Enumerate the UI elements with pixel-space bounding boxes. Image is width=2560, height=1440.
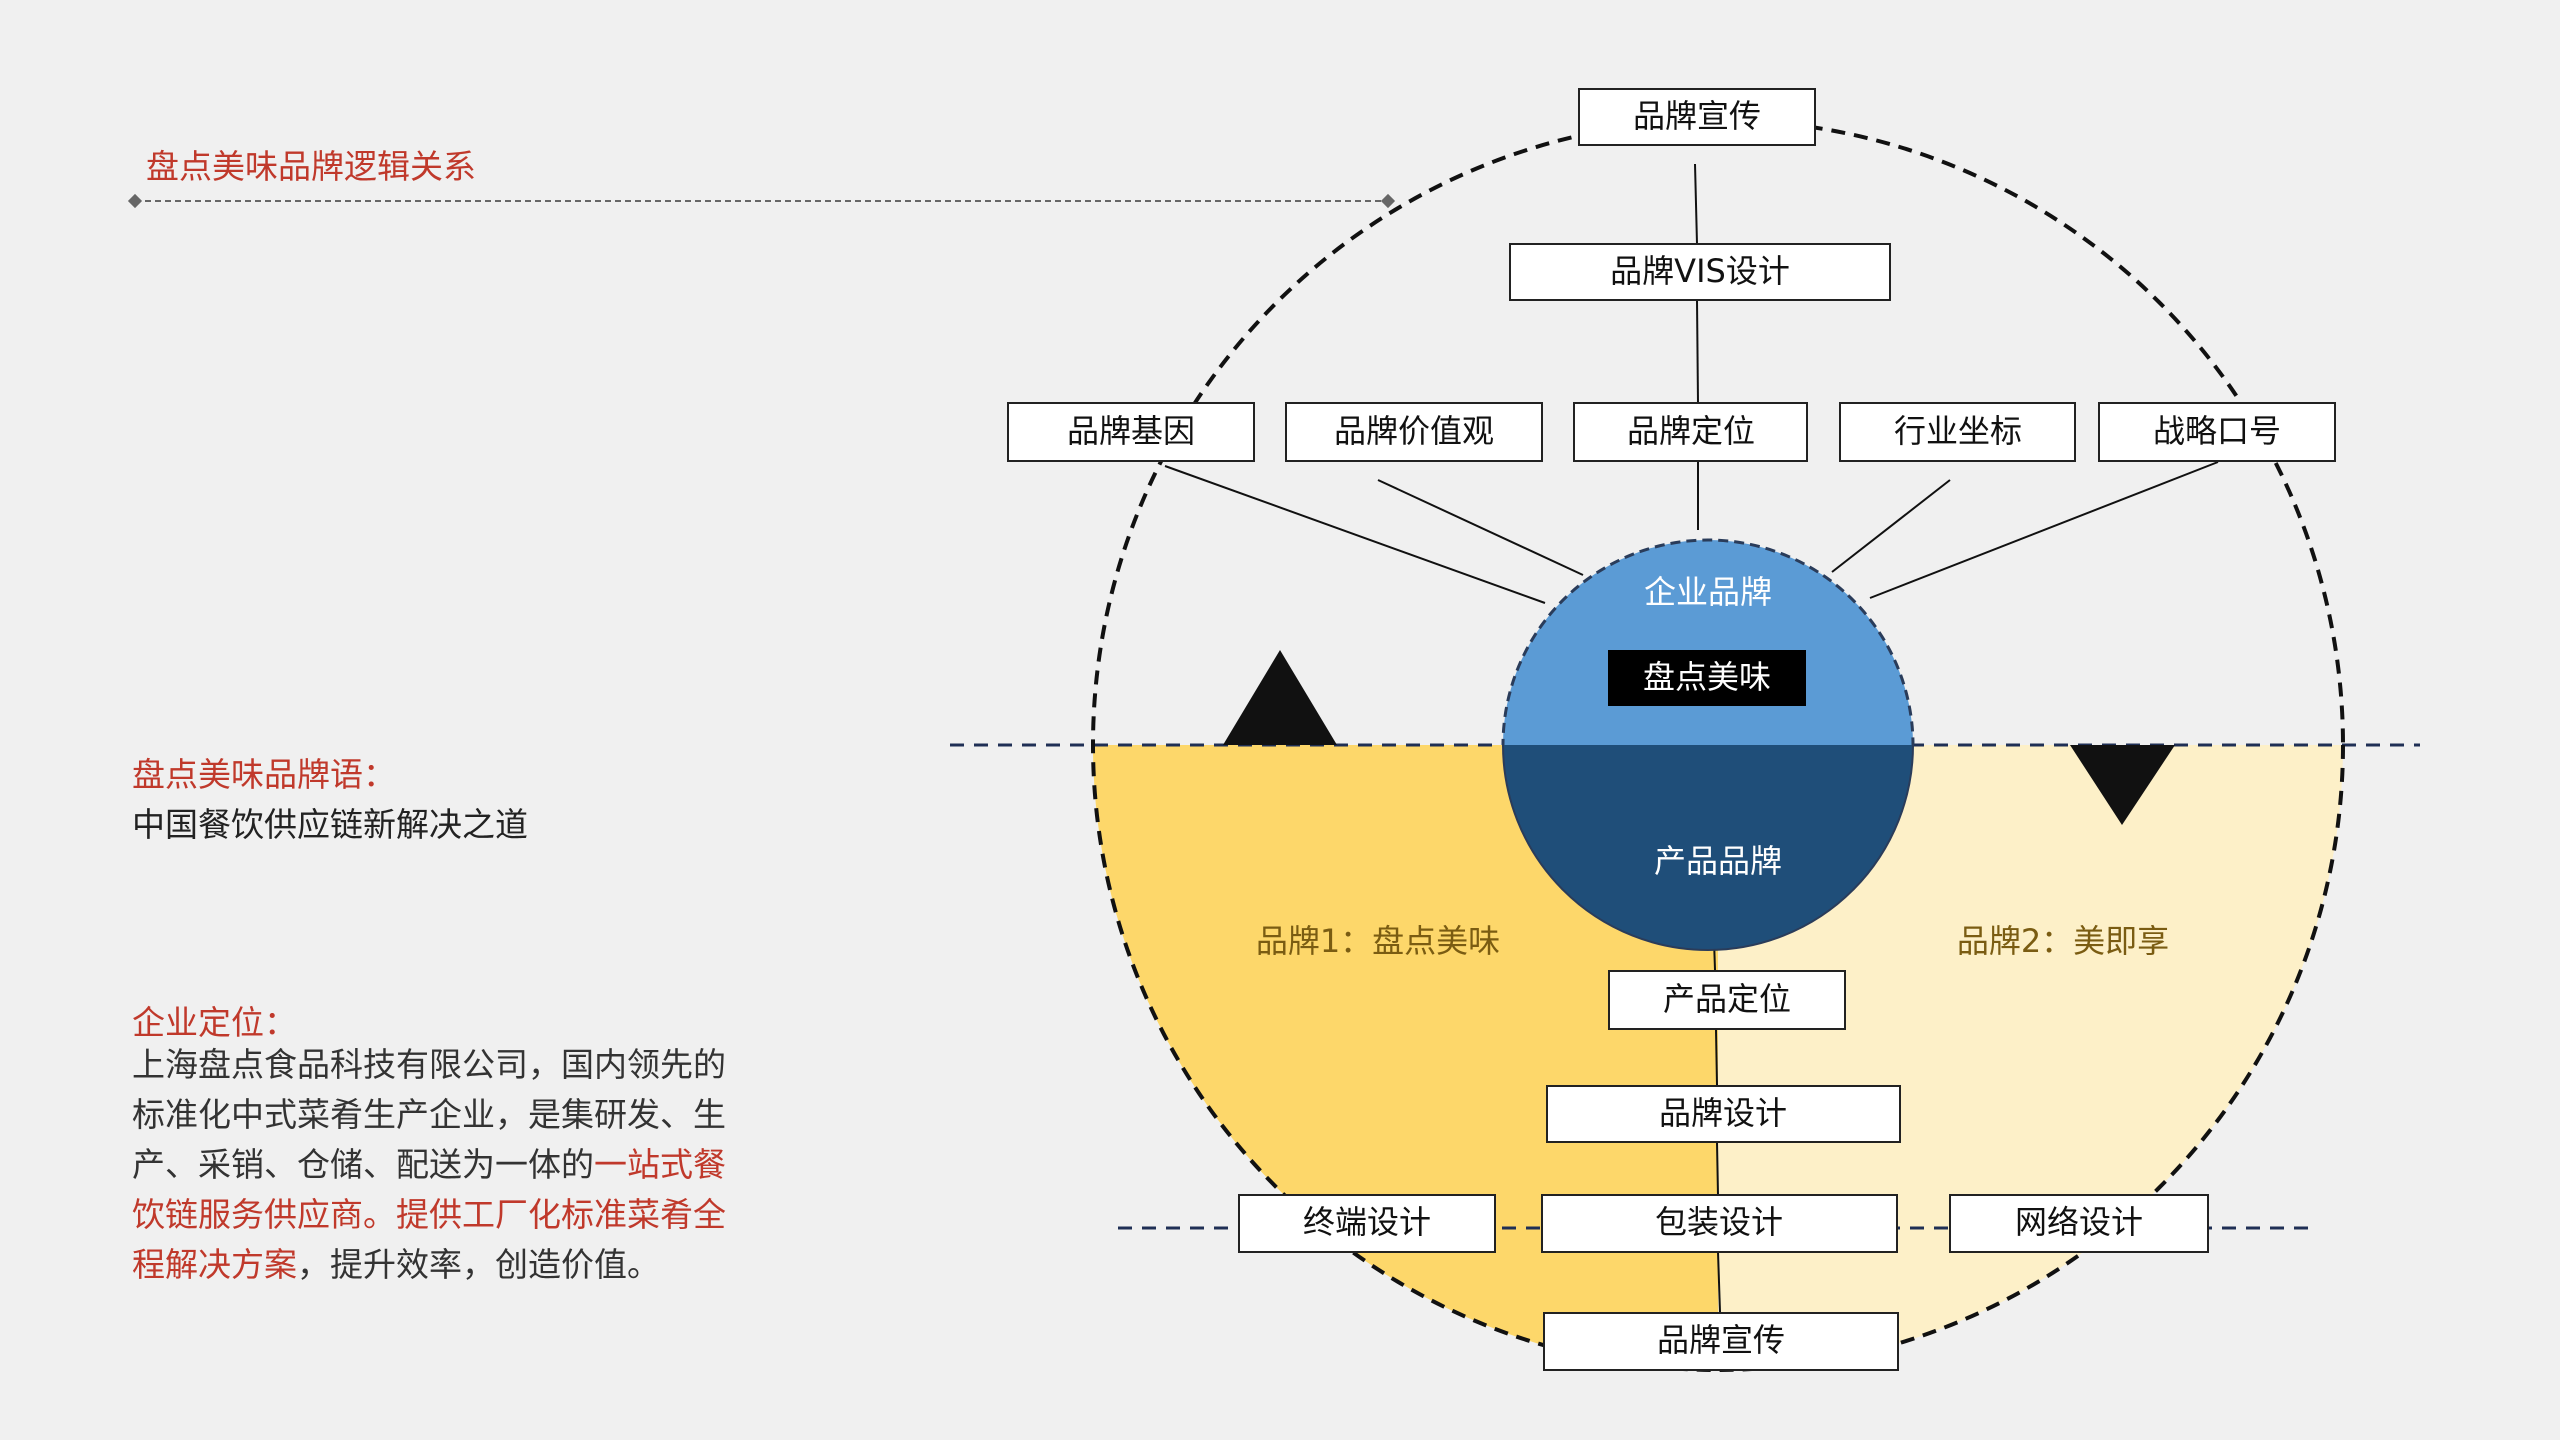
bottom-node-brand-design-label: 品牌设计 [1659,1094,1787,1132]
center-circle-top [1503,540,1913,745]
bottom-node-brand-design [1546,1085,1901,1143]
center-circle-bottom [1503,745,1913,950]
slogan-text: 中国餐饮供应链新解决之道 [132,805,528,844]
top-node-vis [1509,243,1891,301]
center-name-badge [1608,650,1806,706]
top-node-slogan [2098,402,2336,462]
top-node-values [1285,402,1543,462]
top-node-position [1573,402,1808,462]
bottom-node-packaging-label: 包装设计 [1655,1203,1783,1241]
top-node-industry [1839,402,2076,462]
top-node-values-label: 品牌价值观 [1334,412,1494,450]
brand2-label: 品牌2：美即享 [1957,922,2169,960]
top-node-gene-label: 品牌基因 [1067,412,1195,450]
top-node-vis-label: 品牌VIS设计 [1610,252,1790,290]
top-connectors [1164,163,2219,1313]
positioning-text: 上海盘点食品科技有限公司，国内领先的标准化中式菜肴生产企业，是集研发、生产、采销… [132,1040,752,1290]
top-node-gene [1007,402,1255,462]
positioning-text-b: ，提升效率，创造价值。 [297,1245,660,1284]
product-brand-label: 产品品牌 [1654,842,1782,880]
bottom-node-packaging [1541,1194,1898,1253]
positioning-highlight: 一站式餐饮链服务供应商。提供工厂化标准菜肴全程解决方案 [132,1145,726,1284]
center-name-label: 盘点美味 [1643,658,1771,696]
triangle-down-icon [2070,745,2175,825]
top-node-slogan-label: 战略口号 [2153,412,2281,450]
top-node-position-label: 品牌定位 [1627,412,1755,450]
center-circle-outline-lower [1502,745,1914,951]
triangle-up-icon [1223,650,1337,745]
corporate-brand-label: 企业品牌 [1644,573,1772,611]
top-node-promo-label: 品牌宣传 [1633,97,1761,135]
bottom-node-network [1949,1194,2209,1253]
bottom-node-network-label: 网络设计 [2015,1203,2143,1241]
bottom-node-product-position [1608,970,1846,1030]
top-node-industry-label: 行业坐标 [1894,412,2022,450]
center-circle-outline [1501,538,1915,745]
positioning-text-a: 上海盘点食品科技有限公司，国内领先的标准化中式菜肴生产企业，是集研发、生产、采销… [132,1045,726,1184]
bottom-node-terminal-label: 终端设计 [1303,1203,1431,1241]
brand1-label: 品牌1：盘点美味 [1256,922,1500,960]
bottom-node-product-position-label: 产品定位 [1663,980,1791,1018]
title-divider [127,193,1396,209]
bottom-node-promo [1543,1312,1899,1371]
page-title: 盘点美味品牌逻辑关系 [146,147,476,186]
slogan-label: 盘点美味品牌语： [132,755,396,794]
positioning-label: 企业定位： [132,1003,297,1042]
top-node-promo [1578,88,1816,146]
bottom-node-promo-label: 品牌宣传 [1657,1321,1785,1359]
bottom-node-terminal [1238,1194,1496,1253]
